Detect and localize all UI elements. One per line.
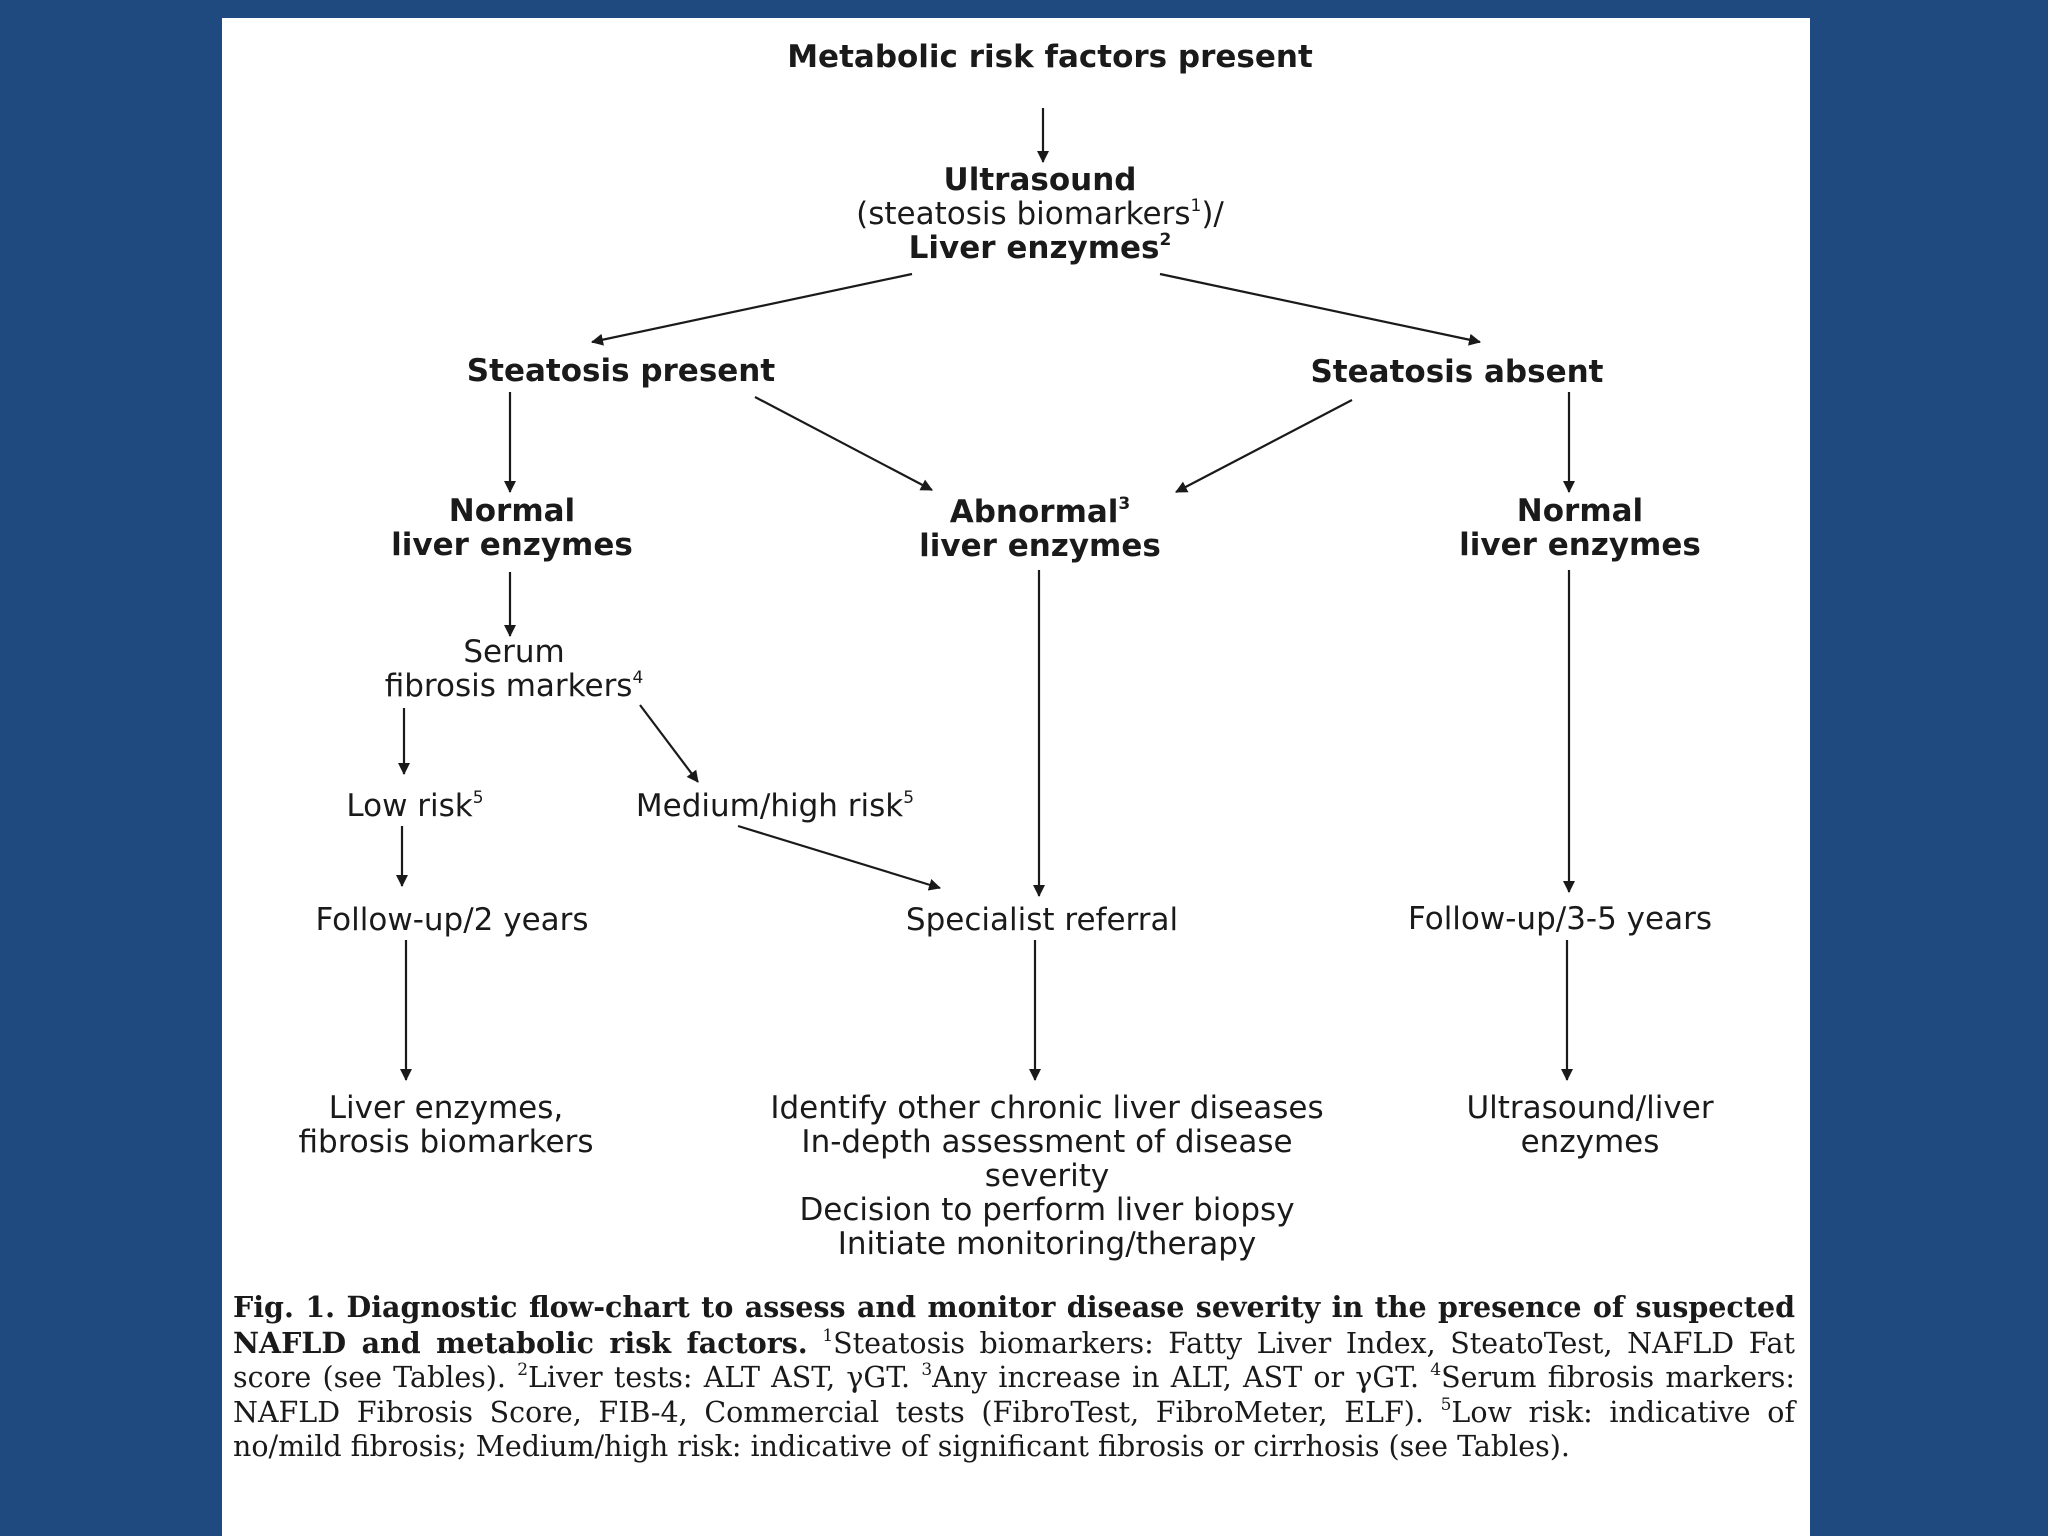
identify-node: Identify other chronic liver diseases In… (770, 1090, 1324, 1262)
normal-left-line2: liver enzymes (391, 527, 633, 563)
ultrasound-node: Ultrasound (steatosis biomarkers1)/ Live… (740, 163, 1340, 265)
abnormal-line1: Abnormal3 (949, 494, 1131, 530)
followup-3-5-years-node: Follow-up/3-5 years (1408, 901, 1712, 937)
figure-panel (222, 18, 1810, 1536)
serum-node: Serum fibrosis markers4 (314, 635, 714, 703)
ultrasound-line1: Ultrasound (943, 162, 1137, 198)
root-node: Metabolic risk factors present (650, 40, 1450, 74)
low-risk-node: Low risk5 (346, 788, 484, 824)
caption-title: Fig. 1. Diagnostic flow-chart to assess … (233, 1290, 1795, 1360)
ultrasound-line3: Liver enzymes2 (908, 230, 1172, 266)
steatosis-present-node: Steatosis present (371, 354, 871, 388)
normal-left-node: Normal liver enzymes (312, 494, 712, 562)
serum-line1: Serum (463, 634, 565, 670)
ultrasound-liver-node: Ultrasound/liver enzymes (1466, 1090, 1714, 1160)
figure-caption: Fig. 1. Diagnostic flow-chart to assess … (233, 1290, 1796, 1464)
normal-right-line1: Normal (1516, 493, 1644, 529)
steatosis-absent-node: Steatosis absent (1207, 355, 1707, 389)
followup-2-years-node: Follow-up/2 years (315, 902, 589, 938)
normal-right-line2: liver enzymes (1459, 527, 1701, 563)
normal-left-line1: Normal (448, 493, 576, 529)
medium-risk-node: Medium/high risk5 (635, 788, 915, 824)
specialist-referral-node: Specialist referral (905, 902, 1179, 938)
normal-right-node: Normal liver enzymes (1380, 494, 1780, 562)
ultrasound-line2: (steatosis biomarkers1)/ (856, 196, 1224, 232)
steatosis-absent-label: Steatosis absent (1310, 354, 1604, 390)
liver-enzymes-fibrosis-node: Liver enzymes, fibrosis biomarkers (298, 1090, 594, 1160)
abnormal-node: Abnormal3 liver enzymes (840, 495, 1240, 563)
serum-line2: fibrosis markers4 (384, 668, 644, 704)
steatosis-present-label: Steatosis present (466, 353, 776, 389)
root-label: Metabolic risk factors present (787, 39, 1313, 75)
abnormal-line2: liver enzymes (919, 528, 1161, 564)
